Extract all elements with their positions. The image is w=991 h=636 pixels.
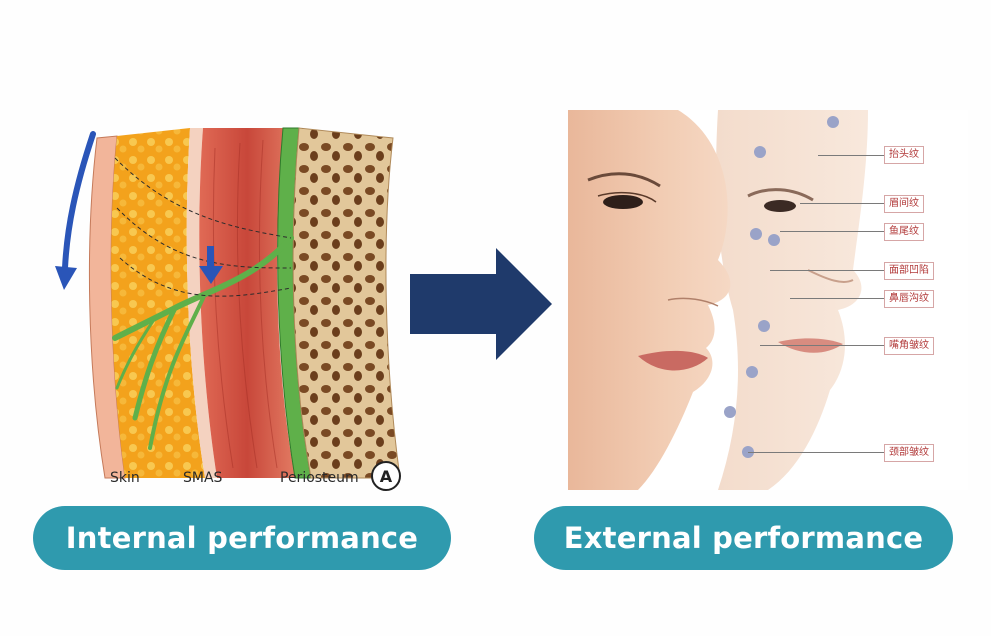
- leader-line: [770, 270, 884, 271]
- leader-line: [760, 345, 884, 346]
- leader-line: [800, 203, 884, 204]
- face-comparison-illustration: [568, 110, 968, 490]
- neck-wrinkle-label: 颈部皱纹: [884, 444, 934, 462]
- glabellar-line-label: 眉间纹: [884, 195, 924, 213]
- mouth-corner-wrinkle-label: 嘴角皱纹: [884, 337, 934, 355]
- forehead-wrinkle-label: 抬头纹: [884, 146, 924, 164]
- wrinkle-point-markers: [724, 116, 839, 458]
- right-arrow-icon: [410, 248, 552, 360]
- periosteum-label: Periosteum: [280, 470, 359, 486]
- skin-label: Skin: [110, 470, 140, 486]
- smas-label: SMAS: [183, 470, 223, 486]
- figure-badge: A: [371, 461, 401, 491]
- nasolabial-fold-label: 鼻唇沟纹: [884, 290, 934, 308]
- crows-feet-label: 鱼尾纹: [884, 223, 924, 241]
- tissue-cross-section-illustration: [55, 118, 415, 496]
- down-arrow-icon: [199, 246, 223, 284]
- leader-line: [818, 155, 884, 156]
- leader-line: [748, 452, 884, 453]
- facial-hollow-label: 面部凹陷: [884, 262, 934, 280]
- internal-performance-caption: Internal performance: [33, 506, 451, 570]
- leader-line: [790, 298, 884, 299]
- external-performance-caption: External performance: [534, 506, 953, 570]
- down-arrow-icon: [55, 131, 96, 290]
- leader-line: [780, 231, 884, 232]
